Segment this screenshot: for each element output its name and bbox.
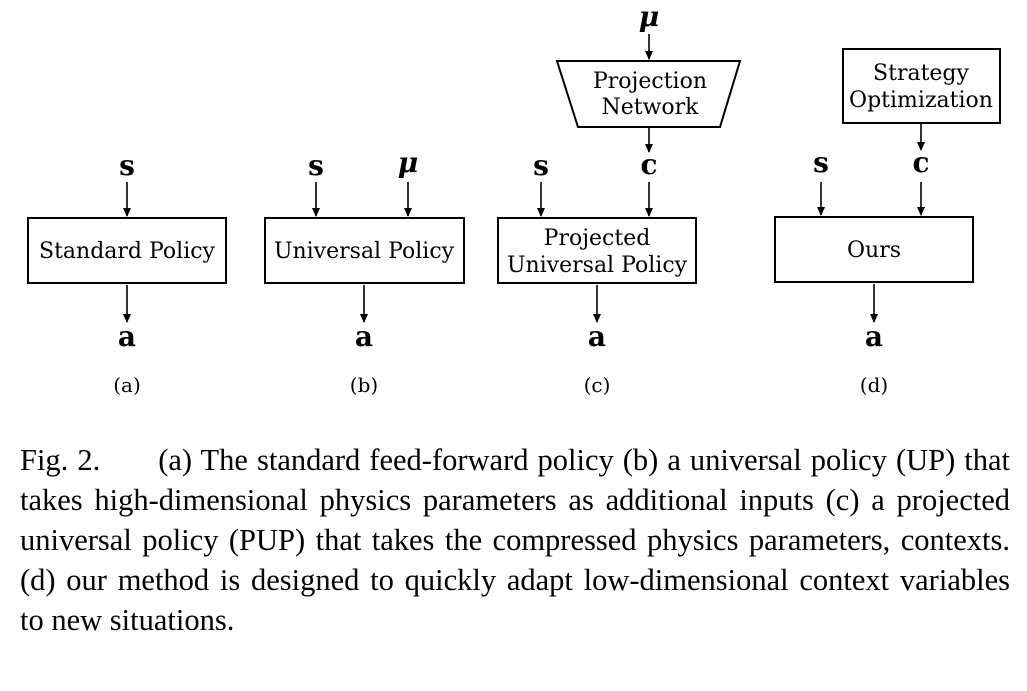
action-output-label: a — [355, 320, 373, 353]
panel-b-sublabel: (b) — [350, 373, 378, 397]
projected-universal-policy-label-line1: Projected — [544, 226, 651, 251]
state-input-label: s — [813, 146, 829, 179]
universal-policy-label: Universal Policy — [274, 239, 455, 264]
strategy-optimization-box — [842, 48, 1001, 124]
ours-box — [774, 216, 974, 283]
strategy-optimization-label-line1: Strategy — [873, 61, 969, 86]
panel-c-sublabel: (c) — [584, 373, 611, 397]
standard-policy-box — [27, 217, 227, 284]
strategy-optimization-label-line2: Optimization — [849, 88, 993, 113]
figure-caption: Fig. 2.(a) The standard feed-forward pol… — [20, 440, 1010, 640]
panel-b: s μ Universal Policy a (b) — [264, 146, 465, 397]
projection-network-label-line1: Projection — [593, 69, 707, 94]
caption-text: (a) The standard feed-forward policy (b)… — [20, 443, 1011, 637]
panel-d: Strategy Optimization c s Ours a (d) — [774, 48, 1001, 397]
panel-d-sublabel: (d) — [860, 373, 888, 397]
state-input-label: s — [308, 149, 324, 182]
standard-policy-label: Standard Policy — [39, 239, 216, 264]
mu-input-label: μ — [398, 146, 419, 179]
projection-network-label-line2: Network — [601, 95, 699, 120]
panel-c: μ Projection Network c s Projected Unive… — [497, 0, 742, 397]
context-input-label: c — [912, 146, 929, 179]
universal-policy-box — [264, 217, 465, 284]
context-input-label: c — [640, 148, 657, 181]
state-input-label: s — [533, 149, 549, 182]
action-output-label: a — [865, 320, 883, 353]
policy-architecture-diagram: s Standard Policy a (a) s μ Universal Po… — [27, 0, 1001, 397]
projected-universal-policy-box — [497, 217, 697, 284]
action-output-label: a — [118, 320, 136, 353]
state-input-label: s — [119, 149, 135, 182]
figure-label: Fig. 2. — [20, 443, 101, 477]
panel-a: s Standard Policy a (a) — [27, 149, 227, 397]
panel-a-sublabel: (a) — [113, 373, 141, 397]
action-output-label: a — [588, 320, 606, 353]
mu-input-label: μ — [639, 0, 660, 33]
projected-universal-policy-label-line2: Universal Policy — [507, 253, 688, 278]
ours-label: Ours — [847, 238, 901, 263]
projection-network-trapezoid — [555, 60, 742, 128]
